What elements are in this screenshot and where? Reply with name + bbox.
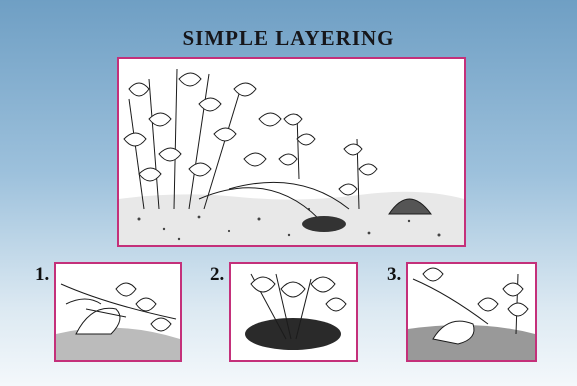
step-3-number: 3. <box>387 264 401 286</box>
main-illustration <box>117 57 466 247</box>
step-1-drawing <box>56 264 180 360</box>
step-1-number: 1. <box>35 264 49 286</box>
step-3-drawing <box>408 264 535 360</box>
step-3-illustration <box>406 262 537 362</box>
layering-plant-drawing <box>119 59 464 245</box>
step-2-illustration <box>229 262 358 362</box>
step-1-illustration <box>54 262 182 362</box>
step-2-drawing <box>231 264 356 360</box>
diagram-title: SIMPLE LAYERING <box>0 26 577 51</box>
step-2-number: 2. <box>210 264 224 286</box>
